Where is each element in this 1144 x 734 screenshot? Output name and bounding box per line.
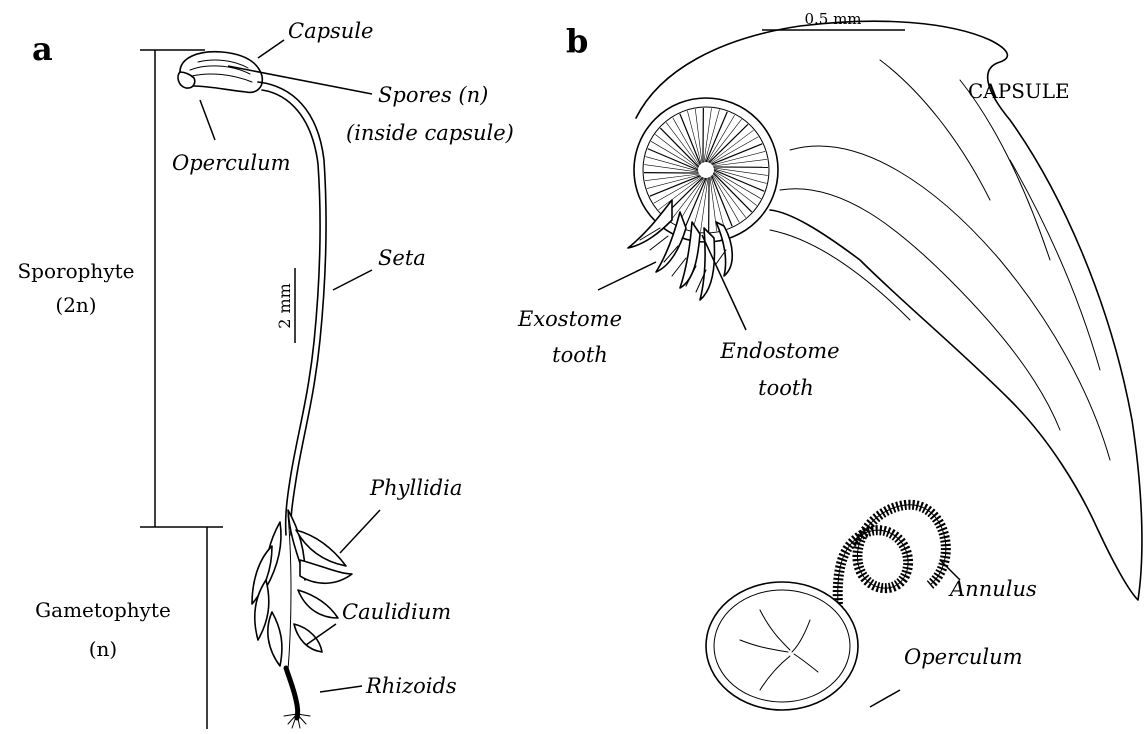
panel-a-letter: a [32, 30, 53, 68]
phyllidia-label: Phyllidia [369, 476, 462, 500]
panel-b: b 0.5 mm [517, 10, 1142, 710]
capsule-label: Capsule [288, 19, 373, 43]
sporophyte-label: Sporophyte [17, 259, 134, 283]
exostome-label: Exostome [517, 307, 622, 331]
seta-label: Seta [378, 246, 426, 270]
panel-b-letter: b [566, 22, 588, 60]
endostome-label: Endostome [719, 339, 839, 363]
caulidium-stem [286, 668, 298, 718]
phyllidia [252, 510, 352, 670]
scale-bar-0-5mm: 0.5 mm [762, 10, 905, 30]
sporophyte-ploidy: (2n) [55, 293, 96, 317]
endostome-label-2: tooth [758, 376, 814, 400]
gametophyte-ploidy: (n) [89, 637, 118, 661]
scale-bar-2mm: 2 mm [275, 268, 295, 343]
spores-label: Spores (n) [378, 83, 488, 107]
rhizoids [284, 714, 310, 728]
capsule-b-label: CAPSULE [968, 79, 1070, 103]
panel-a: a Sporophyte (2n) Gametophyte (n) 2 mm [17, 19, 513, 729]
operculum-b-label: Operculum [904, 645, 1023, 669]
operculum-b [706, 582, 858, 710]
gametophyte-label: Gametophyte [35, 598, 171, 622]
operculum-label-a: Operculum [172, 151, 291, 175]
caulidium-label: Caulidium [342, 600, 451, 624]
exostome-label-2: tooth [552, 343, 608, 367]
spores-note-label: (inside capsule) [346, 121, 514, 145]
rhizoids-label: Rhizoids [365, 674, 457, 698]
annulus-label: Annulus [948, 577, 1037, 601]
capsule-a [178, 52, 262, 93]
scale-2mm-label: 2 mm [275, 283, 294, 329]
